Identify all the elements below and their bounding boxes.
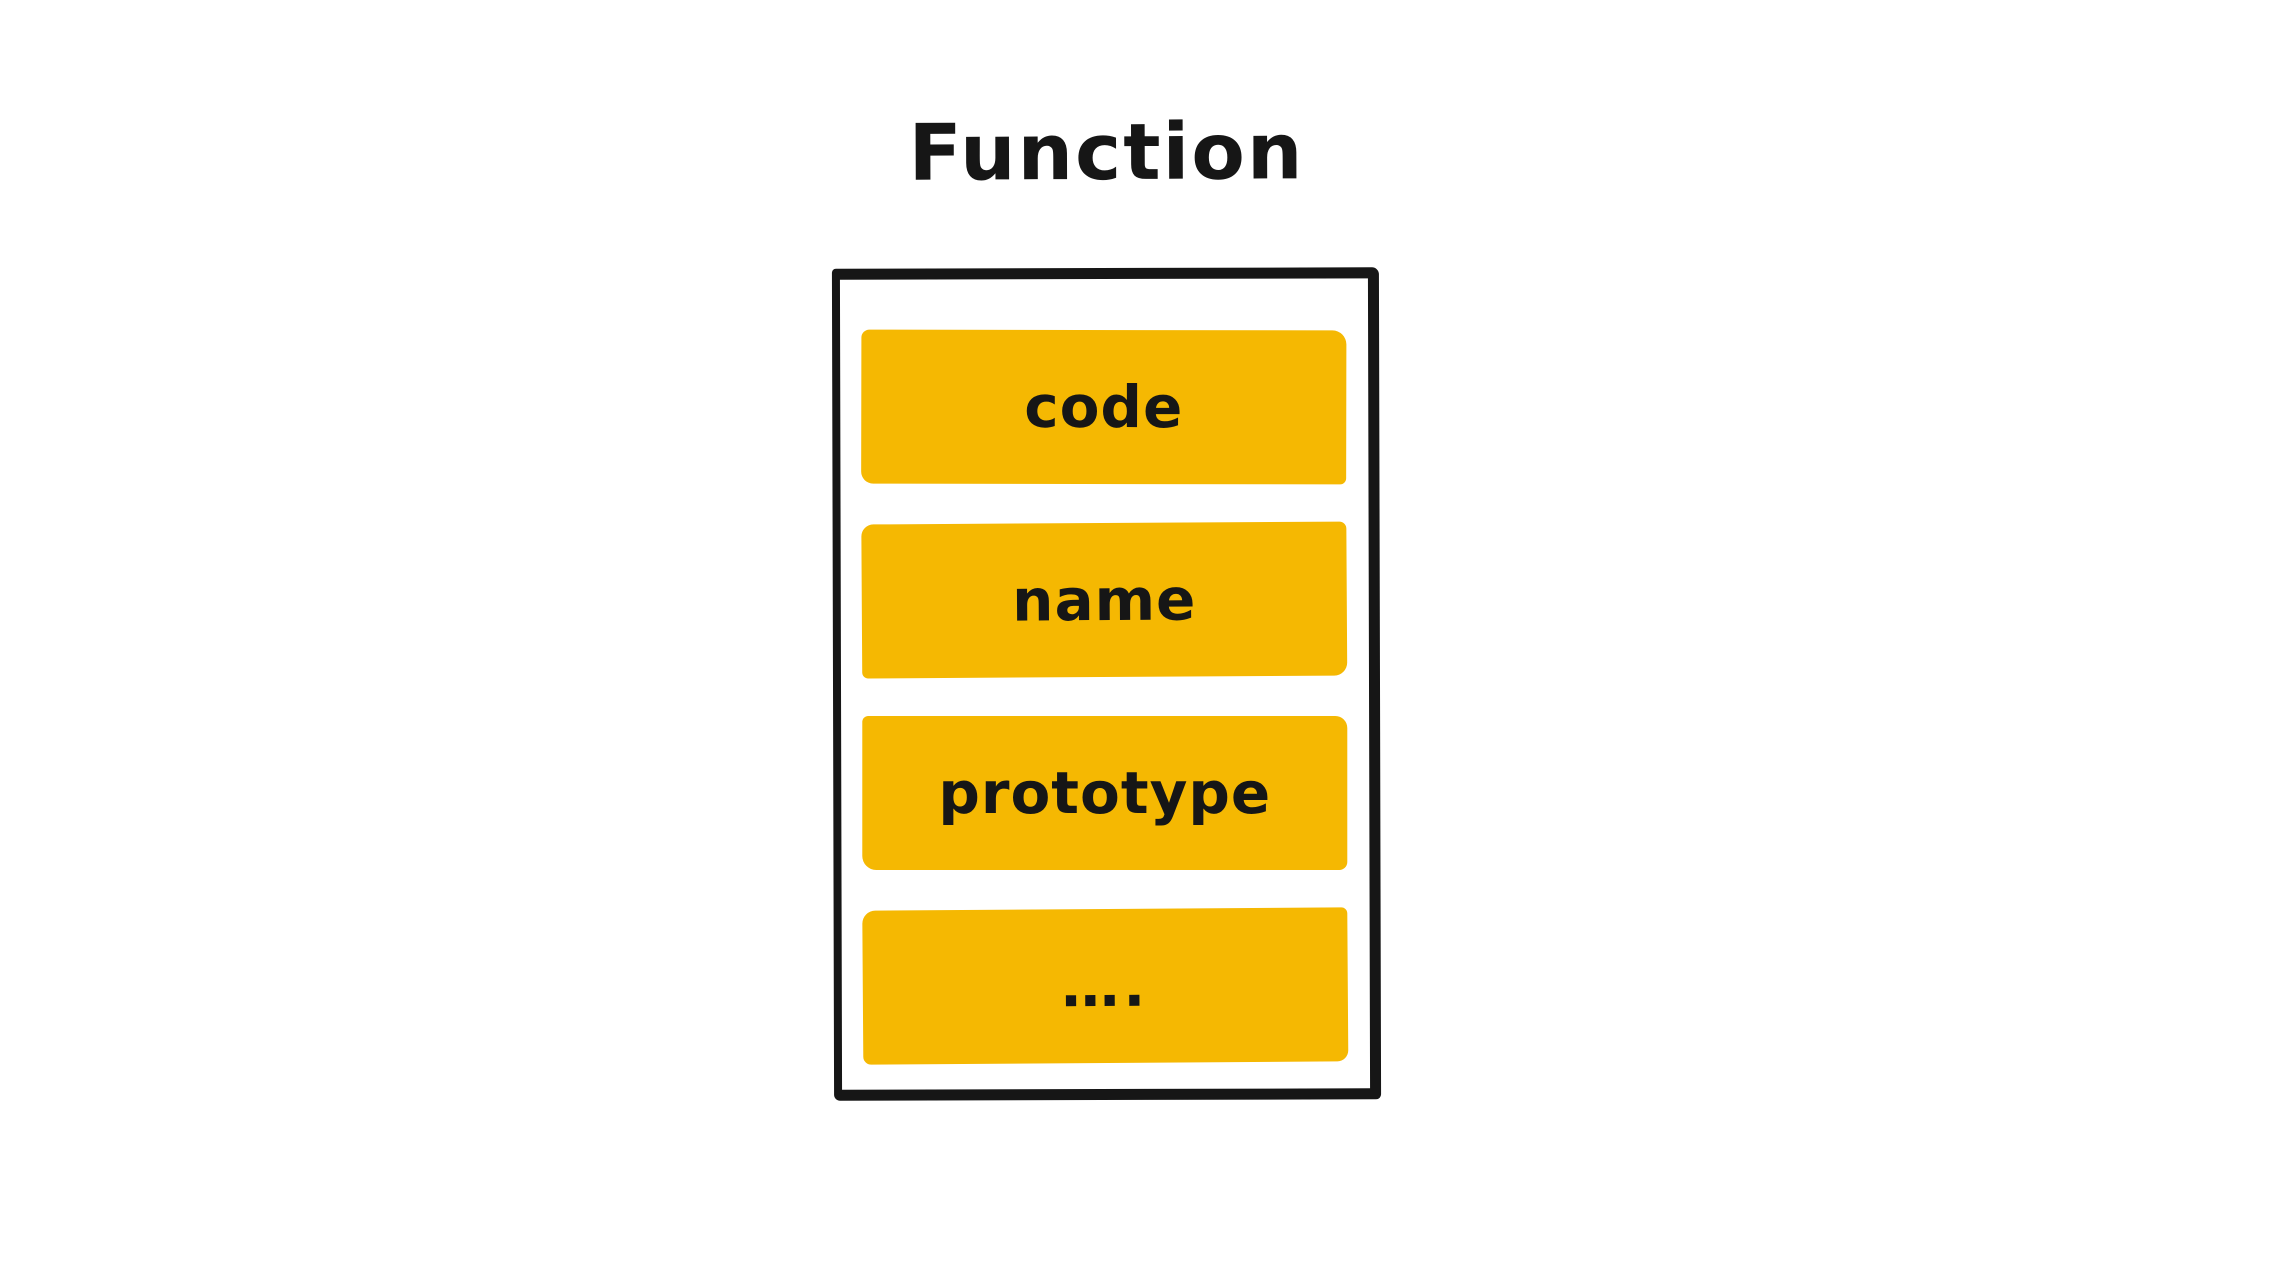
property-row-other: …. xyxy=(862,907,1349,1065)
property-row-prototype: prototype xyxy=(862,716,1348,871)
property-label-code: code xyxy=(1024,372,1184,442)
property-label-name: name xyxy=(1011,565,1197,635)
property-label-ellipsis: …. xyxy=(1061,951,1150,1021)
property-row-name: name xyxy=(861,521,1348,679)
property-label-prototype: prototype xyxy=(938,759,1272,828)
property-row-code: code xyxy=(861,329,1347,485)
function-object-box: code name prototype …. xyxy=(831,267,1382,1101)
diagram-title: Function xyxy=(908,107,1305,199)
